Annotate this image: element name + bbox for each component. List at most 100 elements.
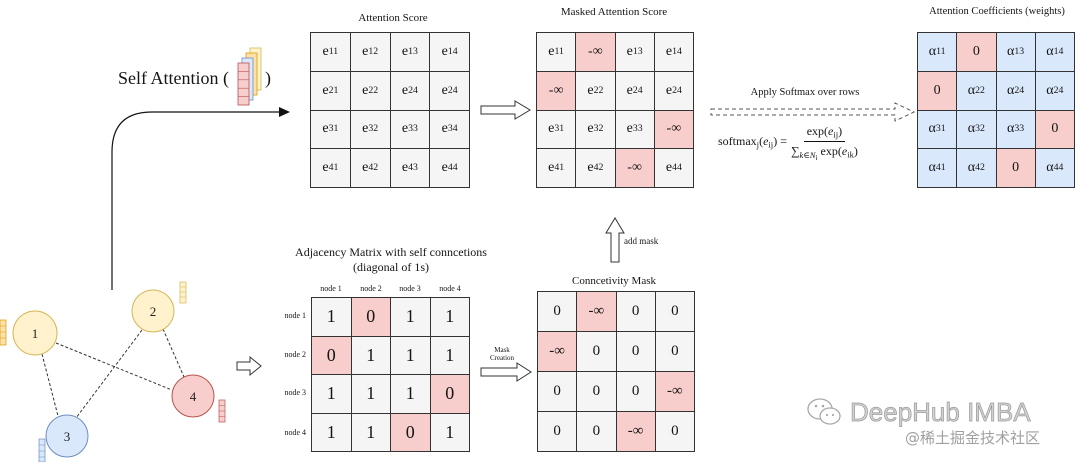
mask-creation-arrow [480,362,532,382]
graph-node-2: 2 [131,289,175,333]
adjacency-title-line2: (diagonal of 1s) [353,260,429,274]
adjacency-cell: 1 [312,375,352,414]
node-1-feature-icon [0,319,7,346]
adjacency-cell-value: 1 [445,344,455,365]
self-attention-close-paren: ) [265,68,271,88]
adjacency-cell: 1 [391,375,431,414]
connectivity-cell: 0 [538,372,578,412]
attention-coefficients-title: Attention Coefficients (weights) [929,6,1065,17]
node-label: 2 [150,304,157,319]
adjacency-cell-value: 1 [326,306,336,327]
node-3-feature-icon [38,438,46,462]
adjacency-cell: 1 [312,298,352,337]
wechat-icon [807,398,841,425]
connectivity-cell: -∞ [577,292,617,332]
edge-1-4 [55,342,173,391]
adjacency-cell: 1 [351,336,391,375]
adjacency-cell: 1 [430,336,470,375]
connectivity-cell-value: 0 [592,343,601,359]
adjacency-cell: 1 [351,375,391,414]
connectivity-cell: 0 [655,292,695,332]
node-4-feature-icon [218,399,226,423]
adjacency-cell: 0 [351,298,391,337]
connectivity-cell: 0 [616,332,656,372]
connectivity-cell: 0 [655,332,695,372]
node-label: 3 [64,429,71,444]
connectivity-cell-value: 0 [553,383,561,399]
connectivity-cell-value: -∞ [667,383,683,399]
masked-score-cell-value: e [626,121,633,137]
adjacency-cell: 0 [312,336,352,375]
masked-score-cell-value: e [587,82,594,98]
mask-creation-line1: Mask [494,346,510,354]
num-fn: exp( [806,124,829,138]
masked-score-cell-value: -∞ [548,82,564,98]
attention-score-cell-value: e [322,82,329,98]
masked-score-cell: -∞ [537,71,577,111]
edge-2-4 [162,328,185,378]
coefficient-cell-value: α [967,82,976,98]
softmax-formula: softmaxj(eij) = exp(eij) ∑k∈Ni exp(eik) [718,124,858,162]
adjacency-cell-value: 1 [405,383,415,404]
adjacency-cell-value: 1 [326,421,336,442]
formula-denominator: ∑k∈Ni exp(eik) [790,142,858,162]
coefficient-cell-value: α [928,43,937,59]
coefficient-cell-value: α [1046,82,1054,98]
adjacency-cell-value: 1 [405,344,415,365]
den-sum-subsub: i [815,152,818,162]
den-sum-sub: k∈Ni [800,150,818,162]
masked-score-cell-value: e [548,160,555,176]
node-2-feature-icon [179,281,187,304]
softmax-arrow [710,102,916,122]
connectivity-cell: 0 [538,292,578,332]
formula-fn: softmax [718,134,757,148]
formula-open: ( [759,134,764,148]
connectivity-cell: 0 [577,332,617,372]
adjacency-row-header: node 1 [284,311,306,320]
adjacency-cell: 1 [430,298,470,337]
attention-score-cell-value: e [401,121,409,137]
attention-score-cell-value: e [401,82,409,98]
den-close: ) [853,144,858,158]
num-var: e [828,124,834,138]
connectivity-cell-value: 0 [631,343,640,359]
den-sum: ∑ [790,144,800,158]
masked-score-cell: -∞ [615,149,655,188]
coefficient-cell-value: 0 [933,82,941,98]
connectivity-cell: 0 [577,372,617,412]
masked-score-cell: -∞ [654,110,694,150]
masked-score-cell-value: e [665,160,673,176]
attention-score-cell-value: e [322,121,329,137]
masked-attention-score-title: Masked Attention Score [560,6,668,18]
coefficient-cell-value: 0 [972,43,980,59]
adjacency-col-header: node 2 [360,284,382,293]
mask-creation-line2: Creation [489,354,515,362]
coefficient-cell: 0 [1035,110,1075,150]
connectivity-cell: 0 [538,412,578,452]
arrow-to-masked-score [480,100,531,120]
masked-score-cell-value: e [587,121,594,137]
connectivity-cell-value: 0 [592,383,601,399]
connectivity-cell-value: 0 [671,423,679,439]
